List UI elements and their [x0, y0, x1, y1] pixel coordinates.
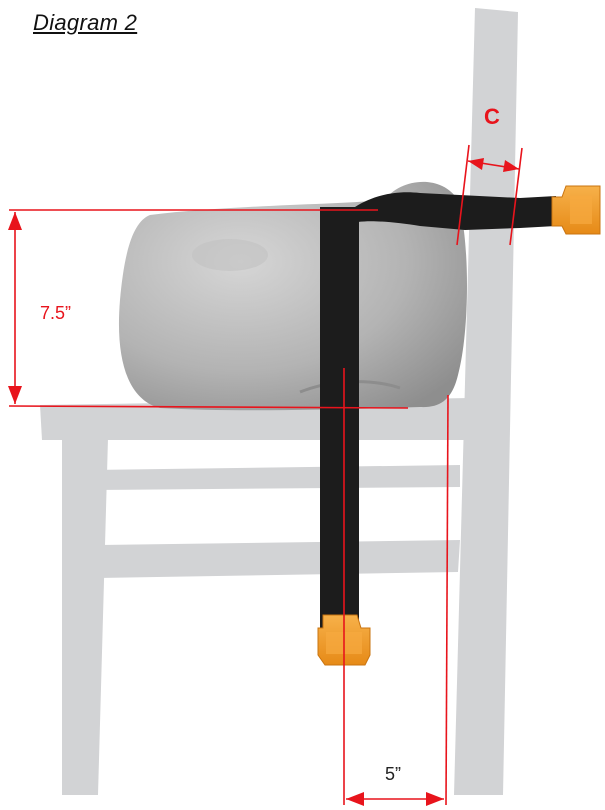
- c-dimension: [456, 144, 523, 246]
- c-label: C: [484, 104, 500, 129]
- height-label: 7.5”: [40, 303, 71, 323]
- horizontal-strap: [355, 192, 556, 230]
- vertical-strap: [320, 207, 359, 635]
- depth-label: 5”: [385, 764, 401, 784]
- chair-front-leg: [62, 438, 108, 795]
- side-buckle: [551, 185, 601, 235]
- diagram-title: Diagram 2: [33, 10, 138, 35]
- height-dimension: [8, 209, 409, 409]
- chair-lower-rail: [98, 540, 460, 578]
- depth-dimension: [343, 368, 449, 806]
- chair-upper-rail: [90, 465, 460, 490]
